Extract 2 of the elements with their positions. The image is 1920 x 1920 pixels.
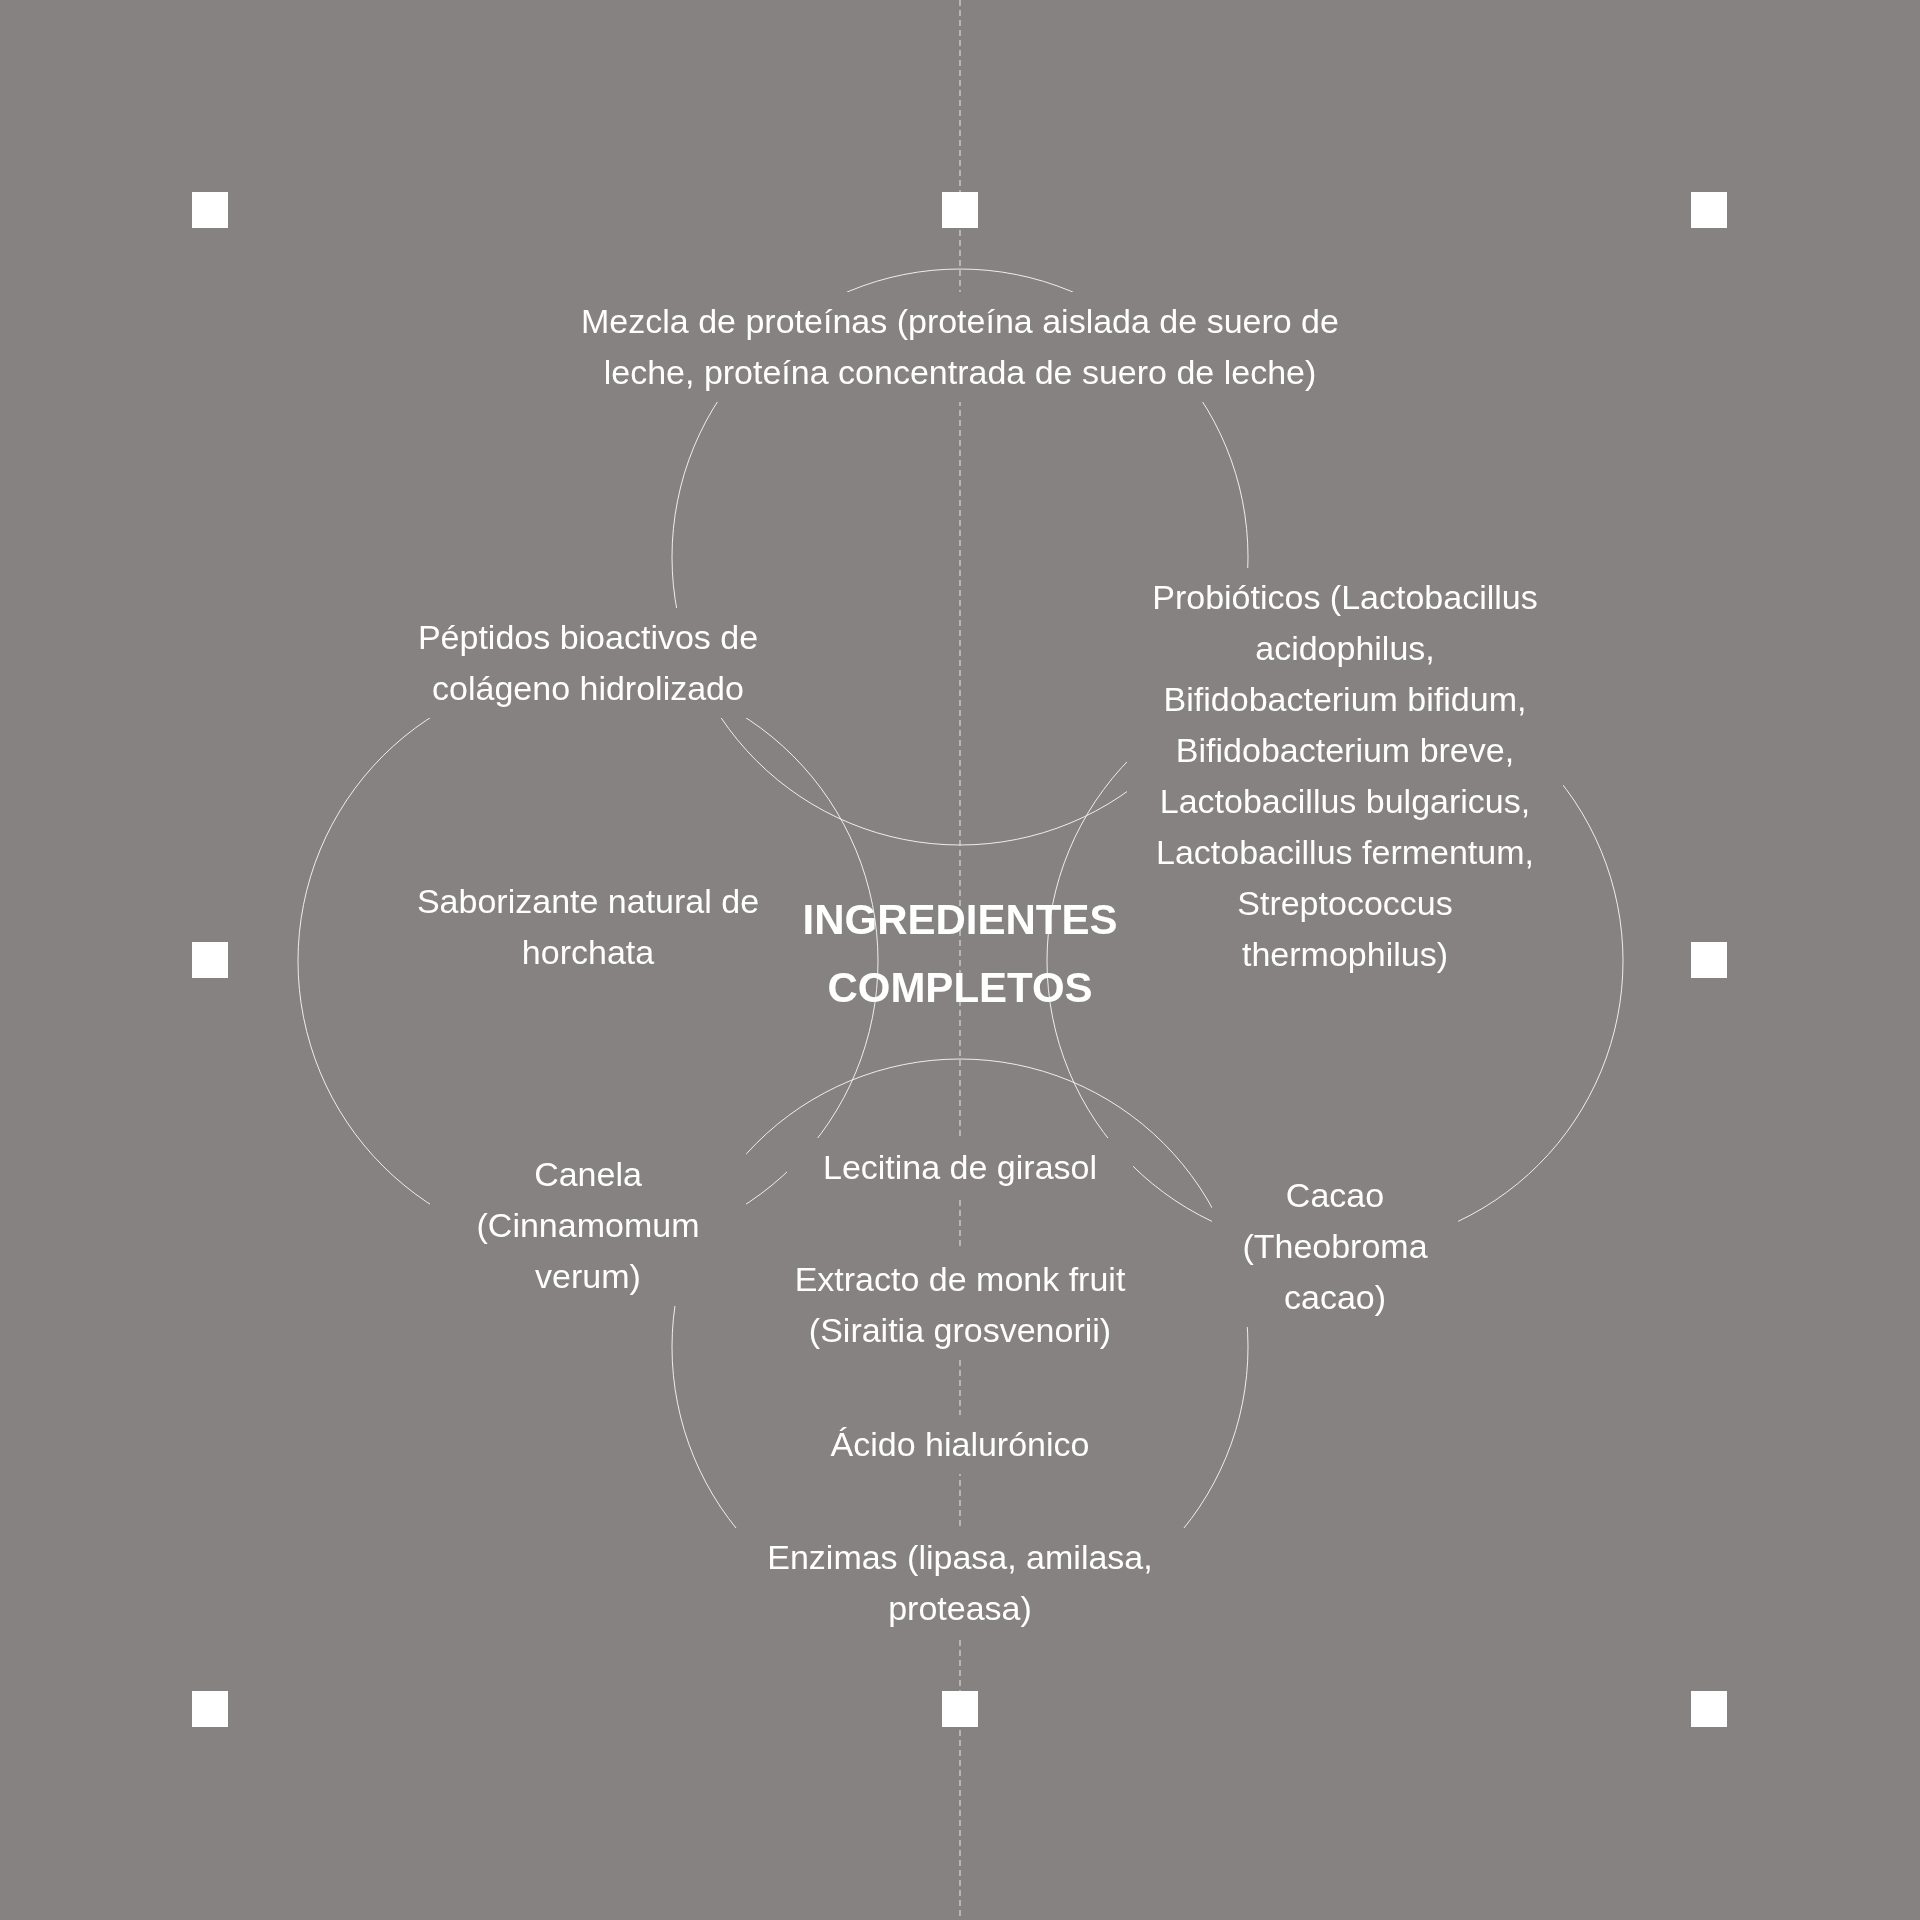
ingredient-label: Lecitina de girasol bbox=[787, 1138, 1133, 1197]
diagram-title: INGREDIENTES COMPLETOS bbox=[801, 895, 1119, 1013]
